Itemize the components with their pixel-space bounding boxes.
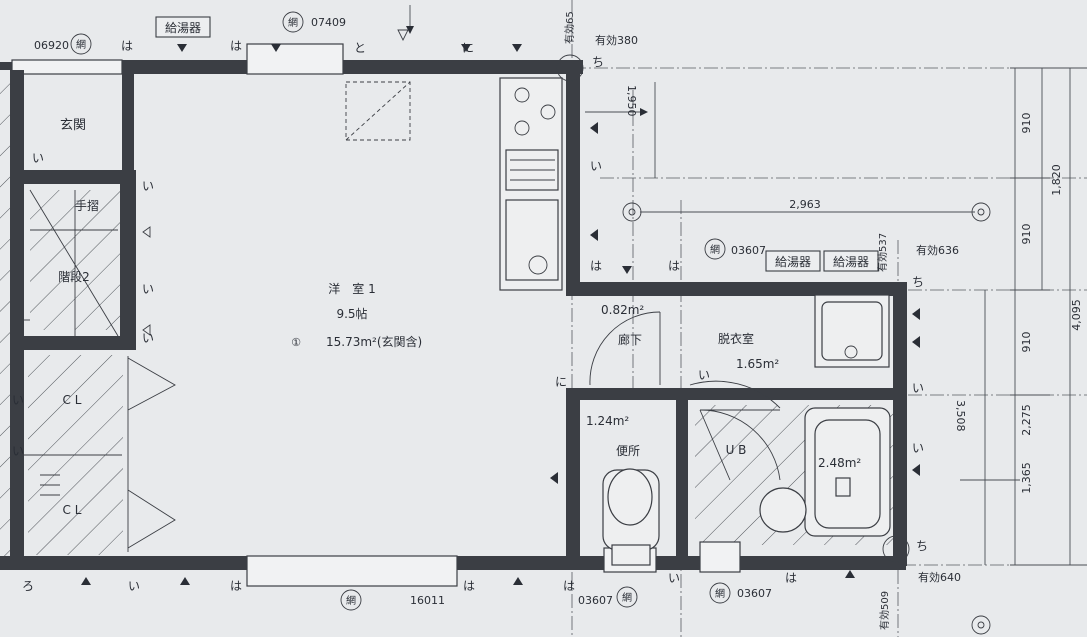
dimension-right-910c: 910 xyxy=(1020,332,1033,353)
kana-i-bottom2: い xyxy=(668,571,680,585)
washbasin xyxy=(814,294,890,368)
net-label-2: 網 xyxy=(288,16,298,29)
code-top-center: 07409 xyxy=(311,16,346,29)
datsui-label: 脱衣室 xyxy=(718,331,754,346)
hood-outline xyxy=(345,81,411,141)
kana-ni-rouka: に xyxy=(555,375,567,389)
yoshitsu-name: 洋 室 1 xyxy=(328,281,375,296)
kana-ha-kitchen: は xyxy=(590,259,602,273)
dimension-right-910b: 910 xyxy=(1020,224,1033,245)
ub-area: 2.48m² xyxy=(818,456,861,470)
cl-upper-label: C L xyxy=(63,393,82,407)
net-label-3: 網 xyxy=(710,243,720,256)
effective-mid: 有効636 xyxy=(916,243,959,257)
kana-i-left3: い xyxy=(142,282,154,296)
kana-ha-bottom3: は xyxy=(563,579,575,593)
net-label-1: 網 xyxy=(76,38,86,51)
dimension-3508: 3,508 xyxy=(954,400,967,432)
triangle-markers xyxy=(81,44,920,585)
kitchen xyxy=(499,77,563,291)
net-circles xyxy=(70,11,731,611)
dimension-1950: 1,950 xyxy=(625,85,638,117)
kana-ha-top2: は xyxy=(230,39,242,53)
dimension-lines xyxy=(406,5,1087,566)
kana-ha-top1: は xyxy=(121,39,133,53)
kana-chi-bottom: ち xyxy=(916,539,928,553)
dimension-2963: 2,963 xyxy=(789,198,821,211)
kana-ha-bottom1: は xyxy=(230,579,242,593)
kana-i-left6: い xyxy=(12,444,24,458)
kana-ha-mid: は xyxy=(668,259,680,273)
datsui-area: 1.65m² xyxy=(736,357,779,371)
hollow-triangle-markers xyxy=(142,29,409,336)
net-label-5: 網 xyxy=(622,591,632,604)
code-bottom-left: 03607 xyxy=(578,594,613,607)
kana-i-rouka: い xyxy=(698,368,710,382)
effective-bottom: 有効640 xyxy=(918,570,961,584)
cl-lower-label: C L xyxy=(63,503,82,517)
kana-ni-top: に xyxy=(462,41,474,55)
dimension-right-1820: 1,820 xyxy=(1050,164,1063,196)
stairs xyxy=(29,189,119,496)
unit-bath xyxy=(699,407,891,537)
dimension-right-4095: 4,095 xyxy=(1070,299,1083,331)
code-mid-right: 03607 xyxy=(731,244,766,257)
dimension-right-910a: 910 xyxy=(1020,113,1033,134)
yoshitsu-size: 9.5帖 xyxy=(336,306,367,321)
kana-i-left5: い xyxy=(12,393,24,407)
closet-doors xyxy=(24,319,176,552)
kana-i-bottom1: い xyxy=(128,579,140,593)
kana-chi-top: ち xyxy=(592,55,604,69)
kana-to-top: と xyxy=(354,41,366,55)
water-heater-boxes xyxy=(155,16,879,272)
dimension-right-2275: 2,275 xyxy=(1020,404,1033,436)
kana-i-kitchen1: い xyxy=(590,159,602,173)
net-label-4: 網 xyxy=(346,594,356,607)
net-label-6: 網 xyxy=(715,587,725,600)
dimension-right-1365: 1,365 xyxy=(1020,462,1033,494)
effective-bottom-vertical: 有効509 xyxy=(878,591,891,630)
rouka-label: 廊下 xyxy=(618,332,642,347)
water-heater-label-mid1: 給湯器 xyxy=(775,255,811,269)
effective-top-vertical: 有効65 xyxy=(563,11,576,44)
kana-i-left2: い xyxy=(142,179,154,193)
ub-label: U B xyxy=(726,443,747,457)
kana-i-left4: い xyxy=(142,331,154,345)
code-top-left: 06920 xyxy=(34,39,69,52)
water-heater-label-mid2: 給湯器 xyxy=(833,255,869,269)
effective-mid-vertical: 有効537 xyxy=(876,233,889,272)
yoshitsu-area-mark: ① xyxy=(291,336,301,349)
walls xyxy=(0,43,907,587)
benjo-area: 1.24m² xyxy=(586,414,629,428)
doors xyxy=(589,311,781,409)
benjo-label: 便所 xyxy=(616,444,640,458)
kana-i-right2: い xyxy=(912,441,924,455)
kana-ha-bottom2: は xyxy=(463,579,475,593)
kana-ha-bottom4: は xyxy=(785,571,797,585)
kaidan-label: 階段2 xyxy=(58,269,90,284)
effective-top: 有効380 xyxy=(595,33,638,47)
tesuri-label: 手摺 xyxy=(75,198,99,213)
water-heater-label-top: 給湯器 xyxy=(165,21,201,35)
genkan-label: 玄関 xyxy=(60,118,86,133)
code-bottom-right: 03607 xyxy=(737,587,772,600)
kana-ro-bottom: ろ xyxy=(22,579,34,593)
rouka-area: 0.82m² xyxy=(601,303,644,317)
grid-circles xyxy=(556,54,991,635)
kana-i-left1: い xyxy=(32,151,44,165)
yoshitsu-area: 15.73m²(玄関含) xyxy=(326,334,422,349)
kana-chi-mid: ち xyxy=(912,275,924,289)
kana-i-right1: い xyxy=(912,381,924,395)
code-bottom-center: 16011 xyxy=(410,594,445,607)
toilet xyxy=(602,468,660,566)
